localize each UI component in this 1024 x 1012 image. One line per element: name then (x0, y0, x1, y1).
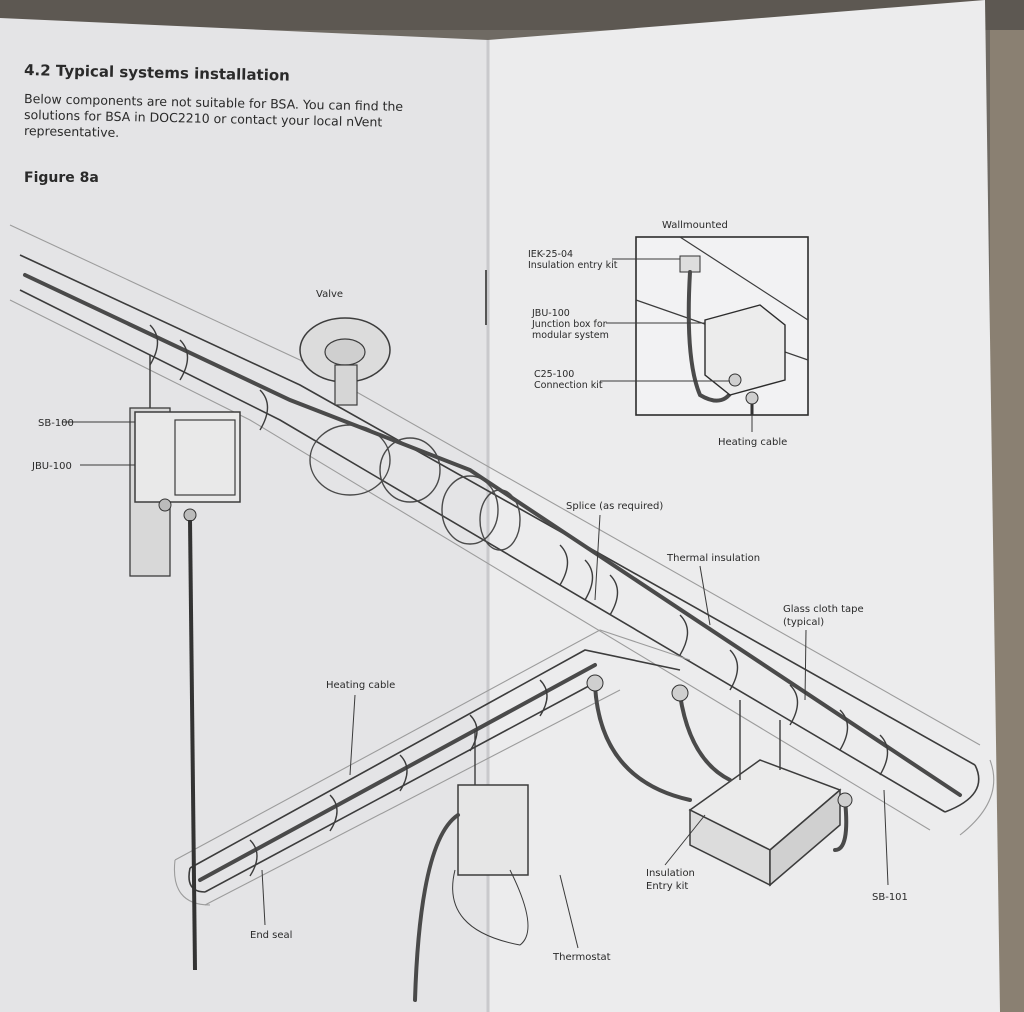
label-sb100: SB-100 (38, 418, 74, 429)
figure-title: Figure 8a (24, 170, 99, 186)
label-splice: Splice (as required) (566, 501, 663, 512)
left-junction-box (129, 407, 241, 971)
label-glass-cloth-tape: Glass cloth tape (783, 604, 864, 615)
label-heating-cable-inset: Heating cable (718, 437, 787, 448)
label-sb101: SB-101 (872, 892, 908, 903)
label-insulation-entry-1: Insulation (646, 868, 695, 879)
label-jbu-desc-2: modular system (532, 330, 609, 341)
label-heating-cable-main: Heating cable (326, 680, 395, 691)
main-pipe (9, 224, 995, 836)
label-insulation-entry-2: Entry kit (646, 881, 688, 892)
thermostat-box (413, 730, 529, 1002)
label-wallmounted: Wallmounted (662, 220, 728, 231)
wallmounted-inset (635, 236, 809, 416)
label-thermostat: Thermostat (552, 952, 611, 963)
intro-text-line-3: representative. (24, 123, 119, 140)
section-heading: 4.2 Typical systems installation (24, 61, 290, 85)
label-iek-desc: Insulation entry kit (528, 260, 618, 271)
label-jbu-desc-1: Junction box for (531, 319, 607, 330)
label-iek-code: IEK-25-04 (528, 249, 573, 260)
left-page (0, 18, 488, 1012)
label-end-seal: End seal (250, 930, 292, 941)
label-glass-cloth-tape-typical: (typical) (783, 617, 824, 628)
label-c25-code: C25-100 (534, 369, 574, 380)
pipe-fittings (309, 424, 521, 551)
label-c25-desc: Connection kit (534, 380, 603, 391)
right-junction-box (586, 674, 853, 887)
leader-lines (62, 258, 889, 949)
label-thermal-insulation: Thermal insulation (666, 553, 760, 564)
label-valve: Valve (316, 289, 343, 300)
label-jbu-code: JBU-100 (531, 308, 570, 319)
branch-pipe (173, 629, 691, 906)
label-jbu100-left: JBU-100 (31, 461, 72, 472)
right-page (488, 0, 1000, 1012)
valve-illustration (299, 317, 391, 406)
